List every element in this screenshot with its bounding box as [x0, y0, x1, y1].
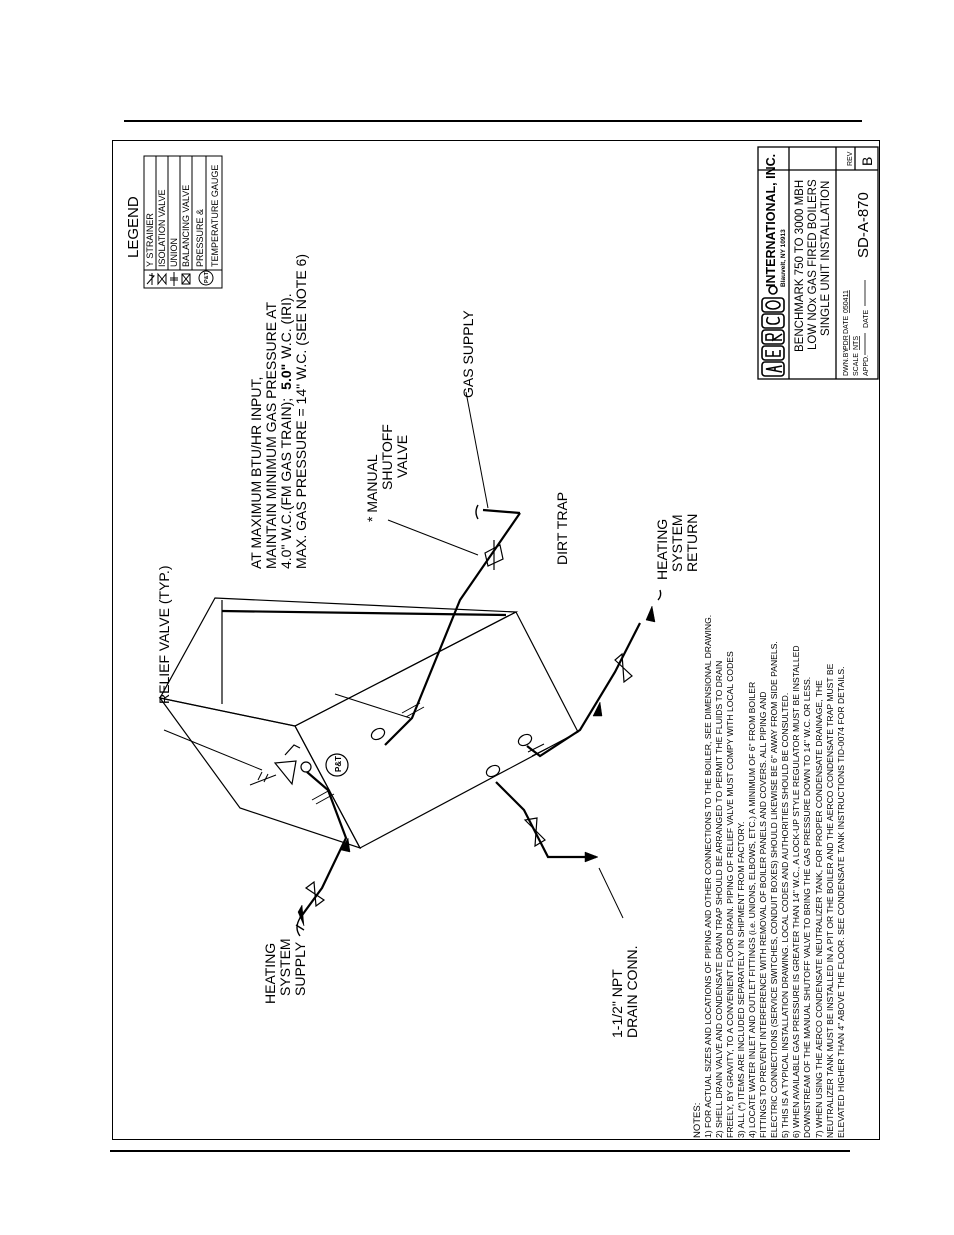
heating-supply-line-3: SUPPLY	[292, 941, 308, 996]
relief-valve	[249, 744, 301, 786]
drawing-description: BENCHMARK 750 TO 3000 MBH LOW NOx GAS FI…	[794, 179, 832, 352]
note-line-1: 1) FOR ACTUAL SIZES AND LOCATIONS OF PIP…	[703, 615, 713, 1138]
pt-gauge-label: P&T	[334, 756, 343, 772]
note-line-2: 2) SHELL DRAIN VALVE AND CONDENSATE DRAI…	[714, 661, 724, 1138]
rev-value: B	[859, 157, 875, 166]
note-line-9: 6) WHEN AVAILABLE GAS PRESSURE IS GREATE…	[791, 645, 801, 1138]
legend-pt-symbol: P&T	[204, 271, 210, 283]
heating-return-line-2: SYSTEM	[669, 514, 685, 572]
date-label: DATE	[843, 316, 850, 334]
outlet-port	[300, 761, 312, 773]
heating-return-line-1: HEATING	[654, 519, 670, 580]
note-line-8: 5) THIS IS A TYPICAL INSTALLATION DRAWIN…	[780, 693, 790, 1138]
dwn-by-value: PDR	[843, 335, 850, 350]
note-line-4: 3) ALL (*) ITEMS ARE INCLUDED SEPARATELY…	[736, 822, 746, 1138]
legend-y-strainer: Y STRAINER	[145, 213, 155, 267]
manual-shutoff-label: * MANUAL SHUTOFF VALVE	[364, 424, 410, 522]
date-value: 050411	[843, 290, 850, 313]
legend-balancing-valve: BALANCING VALVE	[181, 185, 191, 267]
rev-label: REV	[847, 151, 854, 166]
drain-line-2: DRAIN CONN.	[624, 945, 640, 1038]
heating-return-line-3: RETURN	[684, 514, 700, 572]
dwn-by-label: DWN.BY	[843, 348, 850, 376]
drain-line-1: 1-1/2" NPT	[609, 969, 625, 1038]
y-strainer-icon	[146, 273, 155, 285]
notes: NOTES: 1) FOR ACTUAL SIZES AND LOCATIONS…	[692, 615, 846, 1138]
legend: LEGEND P&T Y STRAINER ISOLATIO	[125, 155, 223, 289]
balancing-valve-icon	[181, 273, 191, 285]
note-line-5: 4) LOCATE WATER INLET AND OUTLET FITTING…	[747, 682, 757, 1138]
boiler-connections	[300, 727, 533, 778]
gas-piping	[334, 391, 521, 746]
appd-date-label: DATE	[863, 310, 870, 328]
heating-return-label: HEATING SYSTEM RETURN	[654, 514, 700, 580]
note-line-10: DOWNSTREAM OF THE MANUAL SHUTOFF VALVE T…	[802, 677, 812, 1138]
manual-shutoff-line-3: VALVE	[394, 435, 410, 478]
supply-balancing-valve-icon	[304, 880, 326, 908]
relief-valve-leader	[163, 729, 263, 771]
note-line-11: 7) WHEN USING THE AERCO CONDENSATE NEUTR…	[814, 680, 824, 1138]
footer-rule	[110, 1150, 850, 1152]
drafting-info: DWN.BY PDR DATE 050411 SCALE NTS APPD. D…	[843, 280, 870, 376]
gas-pressure-line-4: MAX. GAS PRESSURE = 14" W.C. (SEE NOTE 6…	[293, 254, 309, 569]
appd-label: APPD.	[863, 355, 870, 376]
gas-supply-label: GAS SUPPLY	[460, 310, 476, 398]
manual-shutoff-valve-icon	[484, 540, 504, 570]
return-port	[517, 733, 533, 747]
relief-valve-label: RELIEF VALVE (TYP.)	[156, 566, 172, 705]
header-rule	[124, 120, 862, 122]
description-line-1: BENCHMARK 750 TO 3000 MBH	[794, 180, 806, 352]
heating-supply-line-1: HEATING	[262, 943, 278, 1004]
gas-supply-leader	[465, 391, 489, 509]
scale-value: NTS	[853, 336, 860, 350]
description-line-2: LOW NOx GAS FIRED BOILERS	[807, 179, 819, 350]
drain-port	[485, 764, 501, 778]
notes-heading: NOTES:	[692, 1103, 703, 1138]
drain-connection-label: 1-1/2" NPT DRAIN CONN.	[609, 945, 640, 1038]
manual-shutoff-line-2: SHUTOFF	[379, 424, 395, 490]
gas-pressure-iri: W.C. (IRI).	[278, 293, 294, 358]
pt-gauge-icon: P&T	[198, 270, 214, 286]
description-line-3: SINGLE UNIT INSTALLATION	[820, 181, 832, 336]
legend-temperature-gauge: TEMPERATURE GAUGE	[210, 165, 220, 267]
gas-pressure-fm: 4.0" W.C.(FM GAS TRAIN);	[278, 398, 294, 569]
note-line-13: ELEVATED HIGHER THAN 4" ABOVE THE FLOOR.…	[836, 666, 846, 1138]
pt-gauge: P&T	[325, 753, 349, 777]
boiler-cabinet	[158, 597, 579, 850]
legend-title: LEGEND	[125, 196, 142, 258]
union-icon	[170, 272, 178, 286]
heating-supply-label: HEATING SYSTEM SUPPLY	[262, 938, 308, 1004]
gas-pressure-line-2: MAINTAIN MINIMUM GAS PRESSURE AT	[263, 301, 279, 569]
drawing-number: SD-A-870	[855, 192, 872, 258]
return-isolation-valve-icon	[614, 652, 633, 684]
heating-supply-line-2: SYSTEM	[277, 938, 293, 996]
gas-pressure-line-3: 4.0" W.C.(FM GAS TRAIN); 5.0" W.C. (IRI).	[278, 293, 294, 569]
legend-union: UNION	[169, 238, 179, 267]
drawing-frame	[112, 140, 880, 1140]
note-line-7: ELECTRIC CONNECTIONS (SERVICE SWITCHES, …	[769, 641, 779, 1138]
isolation-valve-icon	[157, 272, 167, 286]
gas-pressure-note: AT MAXIMUM BTU/HR INPUT, MAINTAIN MINIMU…	[248, 254, 309, 569]
note-line-6: FITTINGS TO PREVENT INTERFERENCE WITH RE…	[758, 692, 768, 1139]
drain-leader	[598, 867, 624, 919]
note-line-12: NEUTRALIZER TANK MUST BE INSTALLED IN A …	[825, 663, 835, 1138]
company-name: INTERNATIONAL, INC.	[764, 154, 778, 287]
dirt-trap-label: DIRT TRAP	[554, 492, 570, 565]
manual-shutoff-line-1: * MANUAL	[364, 454, 380, 522]
company-city: Blauvelt, NY 10913	[780, 229, 787, 287]
drain-piping	[495, 781, 624, 919]
gas-inlet-port	[370, 727, 386, 741]
gas-pressure-iri-value: 5.0"	[278, 364, 294, 390]
legend-pressure: PRESSURE &	[195, 209, 205, 267]
note-line-3: FREELY, BY GRAVITY, TO A CONVENIENT FLOO…	[725, 651, 735, 1138]
aerco-logo	[761, 285, 785, 377]
return-piping	[526, 589, 662, 758]
drain-valve-icon	[523, 817, 546, 848]
legend-isolation-valve: ISOLATION VALVE	[157, 189, 167, 267]
scale-label: SCALE	[853, 353, 860, 376]
title-block	[757, 146, 879, 380]
supply-piping	[295, 771, 351, 937]
gas-pressure-line-1: AT MAXIMUM BTU/HR INPUT,	[248, 377, 264, 569]
